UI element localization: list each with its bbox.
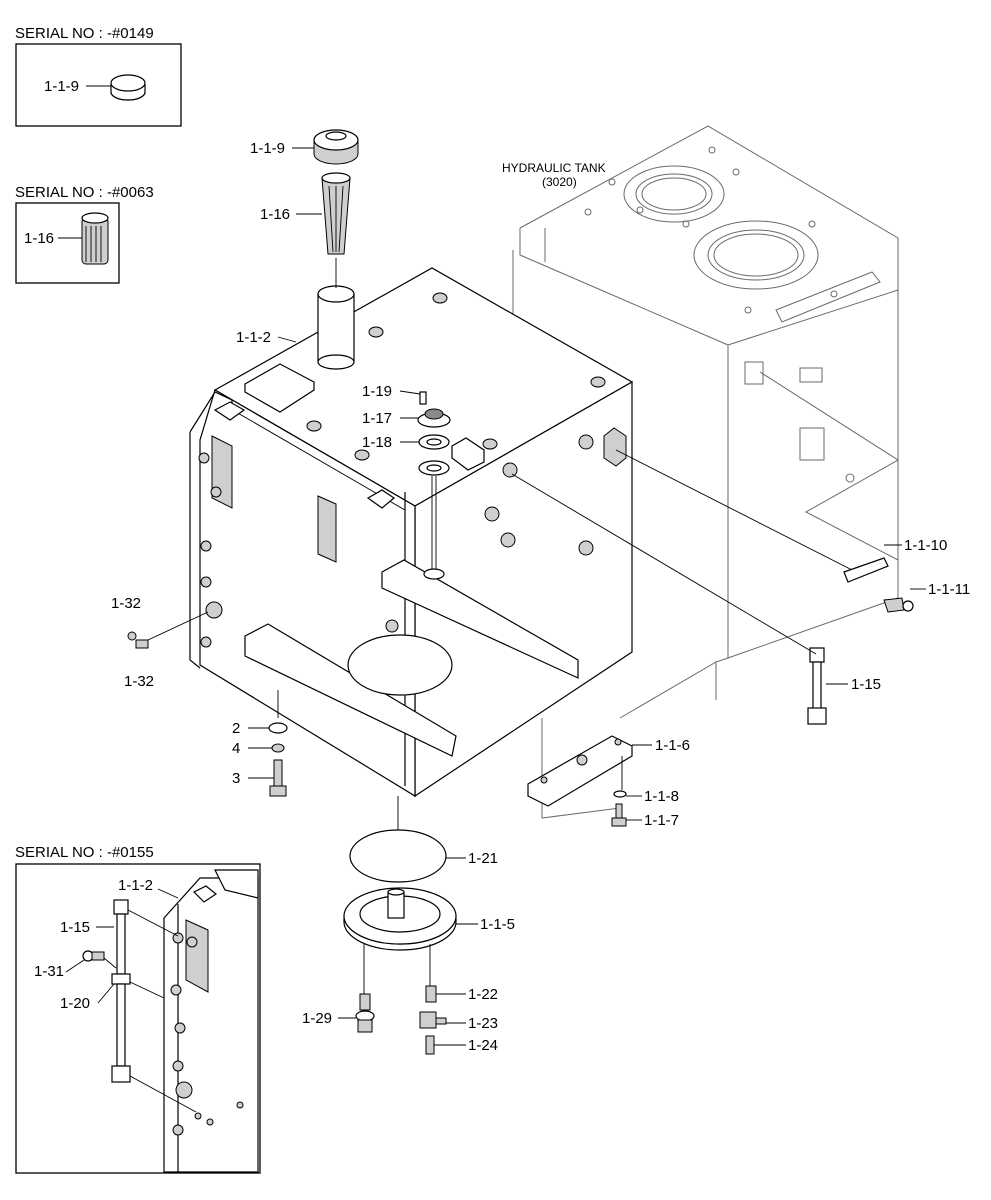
callout-1-32-upper: 1-32 [111,595,141,612]
callout-1-32-lower: 1-32 [124,673,154,690]
mounting-hardware [127,611,627,827]
callout-1-24: 1-24 [468,1037,498,1054]
inset-serial-0155: SERIAL NO : -#0155 1- [15,844,261,1174]
callout-4: 4 [232,740,240,757]
callout-1-16: 1-16 [260,206,290,223]
callout-1-19: 1-19 [362,383,392,400]
callout-leaders [248,147,926,1046]
bracket-plate-parts [843,557,914,613]
callout-1-16-inset: 1-16 [24,230,54,247]
strainer-old [81,212,109,265]
callout-1-1-11: 1-1-11 [928,581,970,598]
callout-1-21: 1-21 [468,850,498,867]
callout-1-15: 1-15 [851,676,881,693]
callout-2: 2 [232,720,240,737]
callout-1-20-inset: 1-20 [60,995,90,1012]
callout-1-1-9: 1-1-9 [250,140,285,157]
callout-1-22: 1-22 [468,986,498,1003]
strainer [321,172,351,288]
hydraulic-tank-outline: HYDRAULIC TANK (3020) [502,125,899,819]
drain-fittings [355,985,447,1055]
callout-1-23: 1-23 [468,1015,498,1032]
level-gauge-parts [417,391,451,580]
drain-cover-parts [343,796,457,994]
callout-1-1-7: 1-1-7 [644,812,679,829]
breather-cap [313,129,359,165]
inset-serial-0149: SERIAL NO : -#0149 1-1-9 [15,25,182,127]
serial-note-bottom: SERIAL NO : -#0155 [15,844,154,861]
callout-1-1-5: 1-1-5 [480,916,515,933]
callout-1-31-inset: 1-31 [34,963,64,980]
level-sight-gauge [511,449,857,725]
callout-1-18: 1-18 [362,434,392,451]
tank-label-line1: HYDRAULIC TANK [502,161,606,175]
callout-1-15-inset: 1-15 [60,919,90,936]
callout-1-1-10: 1-1-10 [904,537,947,554]
callout-1-1-2-inset: 1-1-2 [118,877,153,894]
callout-3: 3 [232,770,240,787]
callout-1-29: 1-29 [302,1010,332,1027]
callout-1-1-2: 1-1-2 [236,329,271,346]
inset-frame-middle [15,202,120,284]
tank-label-line2: (3020) [542,175,577,189]
inset-serial-0063: SERIAL NO : -#0063 1-16 [15,184,154,284]
main-tank-body [189,267,634,807]
callout-1-17: 1-17 [362,410,392,427]
serial-note-top: SERIAL NO : -#0149 [15,25,154,42]
callout-1-1-8: 1-1-8 [644,788,679,805]
inset-frame-top [15,43,182,127]
serial-note-middle: SERIAL NO : -#0063 [15,184,154,201]
callout-1-1-6: 1-1-6 [655,737,690,754]
callout-1-1-9-inset: 1-1-9 [44,78,79,95]
inset-frame-bottom [15,863,261,1174]
breather-cap-old [110,74,146,101]
